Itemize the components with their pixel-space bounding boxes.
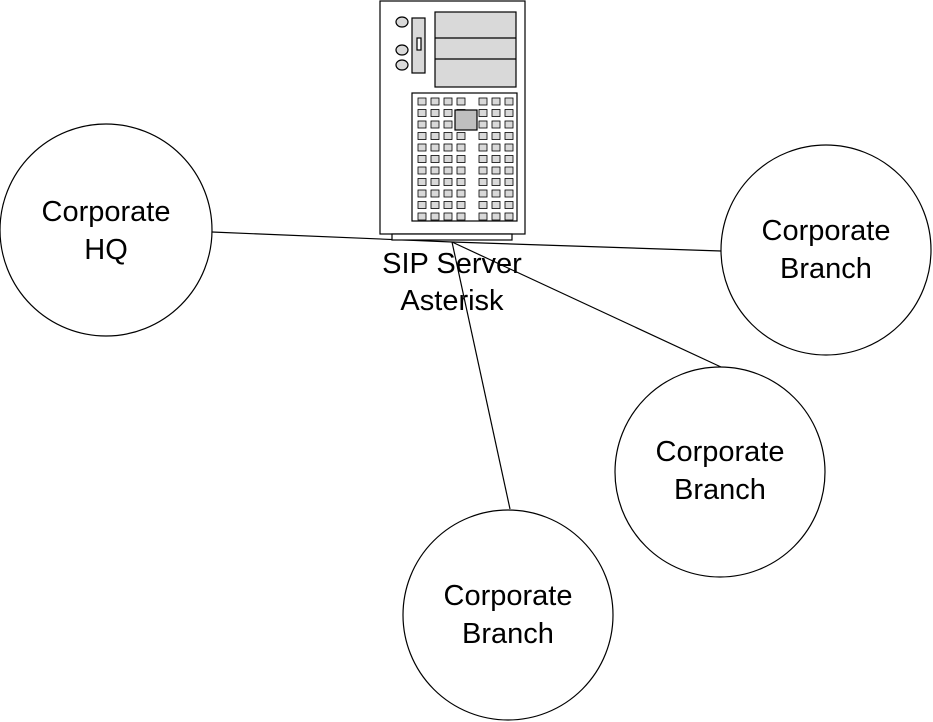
grille-cell bbox=[456, 143, 466, 152]
grille-cell bbox=[430, 189, 440, 198]
grille-cell bbox=[456, 212, 466, 221]
grille-cell bbox=[430, 155, 440, 163]
grille-cell bbox=[504, 155, 514, 163]
grille-cell bbox=[478, 120, 488, 129]
grille-cell bbox=[430, 166, 440, 175]
grille-cell bbox=[491, 97, 501, 106]
grille-cell bbox=[478, 201, 488, 209]
grille-cell bbox=[443, 120, 453, 129]
node-branch-middle-line1: Corporate bbox=[656, 436, 785, 468]
connection-branch-right bbox=[451, 241, 722, 252]
grille-cell bbox=[430, 201, 440, 209]
node-branch-right: Corporate Branch bbox=[720, 144, 932, 356]
grille-cell bbox=[491, 120, 501, 129]
grille-cell bbox=[430, 120, 440, 129]
grille-cell bbox=[456, 97, 466, 106]
grille-cell bbox=[430, 132, 440, 140]
grille-cell bbox=[491, 143, 501, 152]
node-branch-right-line2: Branch bbox=[780, 253, 872, 285]
grille-cell bbox=[430, 143, 440, 152]
connection-branch-middle bbox=[451, 241, 722, 368]
grille-cell bbox=[504, 212, 514, 221]
grille-cell bbox=[504, 201, 514, 209]
grille-cell bbox=[478, 132, 488, 140]
grille-cell bbox=[417, 212, 427, 221]
grille-cell bbox=[443, 143, 453, 152]
server-label-line1: SIP Server bbox=[382, 248, 522, 280]
grille-cell bbox=[430, 97, 440, 106]
grille-cell bbox=[443, 189, 453, 198]
grille-cell bbox=[456, 166, 466, 175]
node-hq-line1: Corporate bbox=[42, 196, 171, 228]
node-branch-right-line1: Corporate bbox=[762, 215, 891, 247]
grille-cell bbox=[456, 132, 466, 140]
grille-cell bbox=[491, 155, 501, 163]
grille-cell bbox=[430, 109, 440, 117]
grille-cell bbox=[430, 178, 440, 186]
grille-cell bbox=[491, 201, 501, 209]
grille-cell bbox=[456, 155, 466, 163]
grille-cell bbox=[443, 178, 453, 186]
node-branch-bottom: Corporate Branch bbox=[402, 509, 614, 721]
grille-cell bbox=[478, 212, 488, 221]
grille-cell bbox=[417, 143, 427, 152]
grille-cell bbox=[504, 178, 514, 186]
grille-cell bbox=[417, 109, 427, 117]
grille-cell bbox=[491, 212, 501, 221]
grille-cell bbox=[443, 166, 453, 175]
connection-branch-bottom bbox=[451, 241, 511, 510]
grille-cell bbox=[504, 143, 514, 152]
grille-cell bbox=[491, 132, 501, 140]
server-label-line2: Asterisk bbox=[400, 285, 504, 317]
node-branch-middle-line2: Branch bbox=[674, 474, 766, 506]
grille-cell bbox=[478, 178, 488, 186]
grille-cell bbox=[417, 201, 427, 209]
grille-cell bbox=[417, 178, 427, 186]
grille-cell bbox=[478, 143, 488, 152]
grille-cell bbox=[504, 166, 514, 175]
grille-cell bbox=[417, 120, 427, 129]
grille-cell bbox=[456, 178, 466, 186]
grille-cell bbox=[478, 166, 488, 175]
grille-cell bbox=[504, 120, 514, 129]
grille-cell bbox=[443, 132, 453, 140]
grille-cell bbox=[491, 109, 501, 117]
grille-cell bbox=[417, 166, 427, 175]
node-branch-middle: Corporate Branch bbox=[614, 366, 826, 578]
grille-cell bbox=[478, 109, 488, 117]
grille-cell bbox=[456, 201, 466, 209]
grille-cell bbox=[456, 189, 466, 198]
grille-cell bbox=[417, 132, 427, 140]
grille-cell bbox=[417, 97, 427, 106]
grille-cell bbox=[417, 189, 427, 198]
grille-cell bbox=[504, 97, 514, 106]
grille-cell bbox=[443, 109, 453, 117]
grille-cell bbox=[443, 97, 453, 106]
grille-cell bbox=[443, 201, 453, 209]
grille-cell bbox=[491, 189, 501, 198]
node-hq: Corporate HQ bbox=[0, 123, 213, 337]
grille-cell bbox=[478, 97, 488, 106]
grille-cell bbox=[491, 178, 501, 186]
grille-cell bbox=[430, 212, 440, 221]
node-branch-bottom-line1: Corporate bbox=[444, 580, 573, 612]
grille-cell bbox=[504, 109, 514, 117]
grille-cell bbox=[478, 189, 488, 198]
node-hq-line2: HQ bbox=[84, 234, 128, 266]
node-branch-bottom-line2: Branch bbox=[462, 618, 554, 650]
grille-cell bbox=[417, 155, 427, 163]
grille-cell bbox=[504, 132, 514, 140]
grille-cell bbox=[504, 189, 514, 198]
grille-cell bbox=[491, 166, 501, 175]
grille-cell bbox=[443, 155, 453, 163]
grille-cell bbox=[443, 212, 453, 221]
server-tower-icon bbox=[379, 0, 526, 241]
grille-cell bbox=[478, 155, 488, 163]
